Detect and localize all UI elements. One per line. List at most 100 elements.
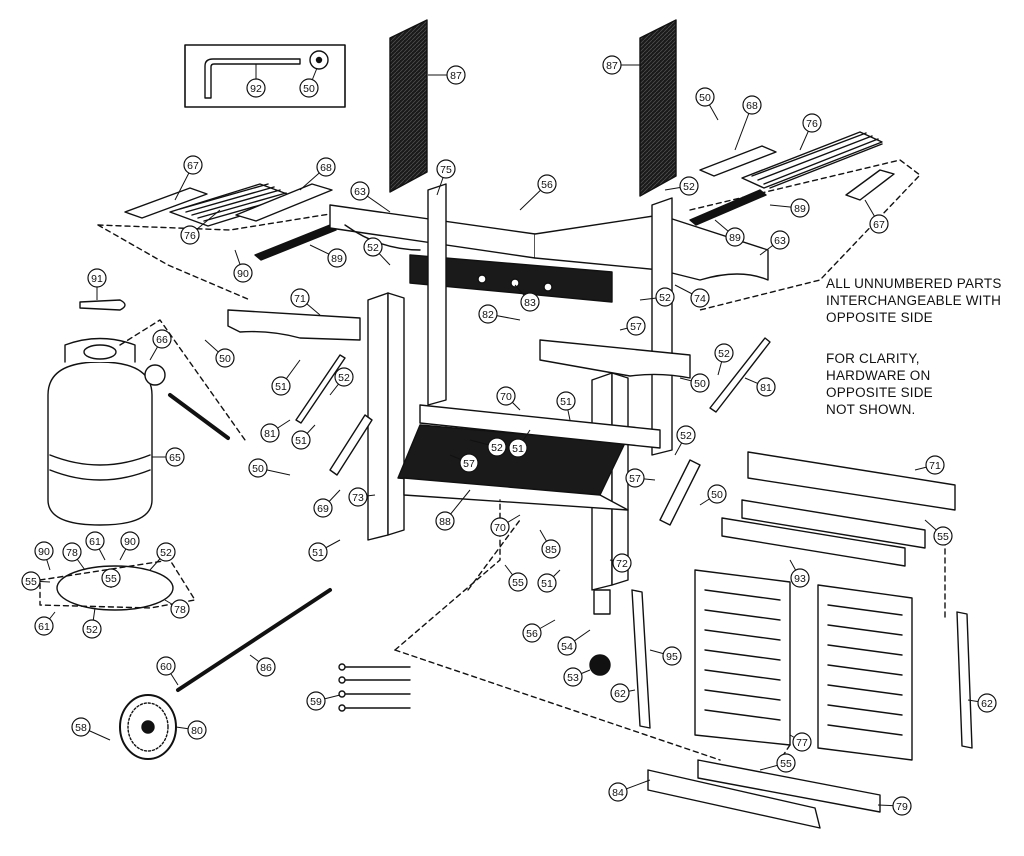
callout-bubble [608,782,628,802]
callout-number: 80 [191,725,203,737]
callout-number: 78 [174,604,186,616]
callout-71: 71 [914,455,945,475]
callout-bubble [707,484,727,504]
callout-bubble [612,553,632,573]
callout-55: 55 [504,564,528,592]
callout-76: 76 [180,209,221,245]
leader-lines [394,499,946,761]
callout-50: 50 [699,484,727,506]
callout-78: 78 [164,599,190,619]
callout-87: 87 [428,65,466,85]
callout-bubble [520,292,540,312]
caster-53 [589,589,611,676]
callout-number: 52 [718,348,730,360]
cabinet-door-left [694,569,791,746]
callout-52: 52 [714,343,734,376]
callout-90: 90 [233,249,253,283]
callout-52: 52 [639,287,675,307]
callout-79: 79 [877,796,912,816]
callout-number: 52 [491,442,503,454]
callout-bubble [802,113,822,133]
callout-bubble [792,732,812,752]
callout-bubble [248,458,268,478]
callout-bubble [348,487,368,507]
side-rail-89-left [254,224,337,261]
callout-bubble [496,386,516,406]
callout-bubble [290,288,310,308]
callout-number: 51 [275,381,287,393]
note-interchangeable: ALL UNNUMBERED PARTS INTERCHANGEABLE WIT… [826,275,1002,326]
callout-bubble [676,425,696,445]
callout-number: 79 [896,801,908,813]
callout-51: 51 [508,429,531,458]
left-side-shelf [97,183,333,301]
callout-number: 50 [303,83,315,95]
callout-75: 75 [436,159,456,196]
callout-86: 86 [249,654,276,677]
callout-number: 54 [561,641,573,653]
callout-number: 90 [38,546,50,558]
callout-59: 59 [306,691,341,711]
callout-number: 91 [91,273,103,285]
callout-bubble [82,619,102,639]
callout-number: 70 [494,522,506,534]
callout-bubble [610,683,630,703]
callout-number: 60 [160,661,172,673]
callout-bubble [925,455,945,475]
brace-81-right [709,337,771,413]
callout-bubble [308,542,328,562]
callout-number: 50 [694,378,706,390]
callout-61: 61 [34,611,56,636]
callout-bubble [435,511,455,531]
callout-50: 50 [248,458,291,478]
callout-number: 76 [806,118,818,130]
callout-68: 68 [299,157,336,191]
callout-number: 70 [500,391,512,403]
front-crossbar [539,339,691,379]
callout-60: 60 [156,656,179,686]
callout-bubble [679,176,699,196]
note-line: INTERCHANGEABLE WITH [826,293,1002,308]
callout-number: 74 [694,293,706,305]
callout-number: 50 [219,353,231,365]
callout-number: 71 [929,460,941,472]
callout-number: 77 [796,737,808,749]
callout-number: 58 [75,722,87,734]
lower-rail-69 [329,414,373,476]
callout-51: 51 [556,391,576,421]
callout-52: 52 [469,437,507,457]
side-arm-71-right [747,451,956,511]
callout-bubble [363,237,383,257]
callout-bubble [85,531,105,551]
callout-number: 50 [699,92,711,104]
callout-number: 66 [156,334,168,346]
callout-67: 67 [174,155,203,201]
callout-bubble [742,95,762,115]
callout-number: 67 [873,219,885,231]
callout-bubble [436,159,456,179]
callout-bubble [313,498,333,518]
callout-66: 66 [149,329,172,361]
callout-88: 88 [435,489,471,531]
callout-number: 84 [612,787,624,799]
callout-56: 56 [519,174,557,211]
callout-77: 77 [789,732,812,752]
callout-bubble [790,568,810,588]
callout-56: 56 [522,619,556,643]
callout-number: 89 [331,253,343,265]
callout-bubble [933,526,953,546]
callout-63: 63 [759,230,790,256]
callout-bubble [291,430,311,450]
callout-80: 80 [175,720,207,740]
callout-bubble [790,198,810,218]
callout-number: 51 [560,396,572,408]
callout-95: 95 [649,646,682,666]
callout-number: 52 [683,181,695,193]
cabinet-door-right [817,584,913,761]
callout-54: 54 [557,629,591,656]
callout-bubble [563,667,583,687]
callout-number: 52 [86,624,98,636]
callout-62: 62 [610,683,636,703]
callout-number: 88 [439,516,451,528]
